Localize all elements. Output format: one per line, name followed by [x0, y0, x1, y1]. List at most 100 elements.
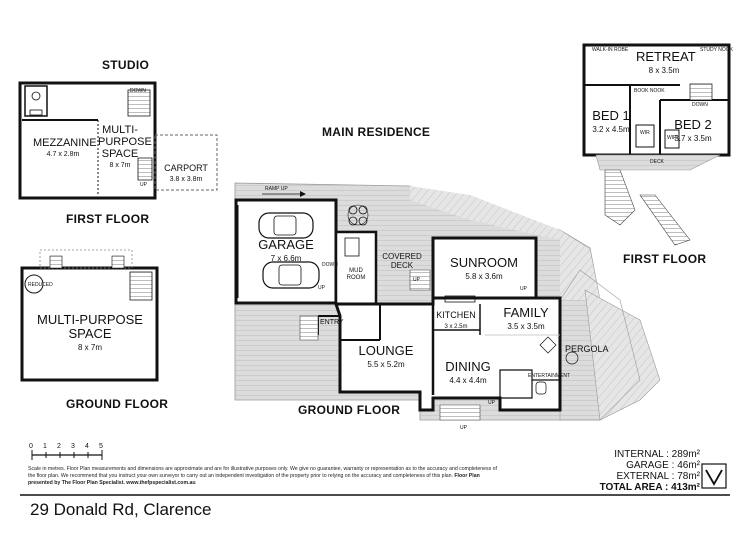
water-tank-icon [24, 274, 44, 294]
stair-label-up: UP [520, 286, 527, 292]
room-dims: 8 x 7m [109, 162, 131, 169]
area-value: 413m² [671, 482, 700, 493]
room-dims: 8 x 3.5m [648, 66, 680, 75]
stair-label-down: DOWN [130, 88, 146, 94]
area-value: 289m² [671, 449, 700, 460]
basin-icon [29, 109, 43, 116]
room-name: KITCHEN [436, 310, 476, 320]
plan-credit: Floor Plan presented by The Floor Plan S… [28, 473, 480, 486]
entry-label: ENTRY [320, 319, 344, 326]
studio-title: STUDIO [102, 58, 150, 72]
stair-label-down: DOWN [322, 262, 338, 268]
area-summary: INTERNAL : 289m² GARAGE : 46m² EXTERNAL … [585, 449, 700, 493]
room-dims: 3.5 x 3.5m [507, 322, 545, 331]
stair-label-up: UP [140, 182, 147, 188]
main-house-walls [333, 296, 562, 412]
side-deck [410, 186, 600, 300]
room-name-line: ROOM [346, 275, 366, 281]
room-name-line: DECK [390, 261, 414, 270]
studio-ground-floor-plan [20, 249, 159, 382]
wir-label: WIR [640, 130, 650, 136]
area-value: 46m² [677, 460, 700, 471]
room-dims: 4.7 x 2.8m [46, 151, 80, 158]
room-name: GARAGE [258, 237, 314, 252]
scale-tick: 2 [57, 443, 61, 450]
room-dims: 3.8 x 3.8m [169, 176, 203, 183]
room-name: SUNROOM [450, 255, 518, 270]
scale-tick: 3 [71, 443, 75, 450]
room-name-line: MULTI-PURPOSE [37, 312, 143, 327]
scale-bar [31, 450, 103, 460]
car-icon [258, 212, 314, 239]
studio-ground-multipurpose-label: MULTI-PURPOSE SPACE 8 x 7m [30, 313, 150, 355]
room-dims: 4.4 x 4.4m [449, 376, 487, 385]
room-dims: 3.7 x 3.5m [674, 134, 712, 143]
deck-label: DECK [650, 159, 664, 165]
room-dims: 5.5 x 5.2m [367, 360, 405, 369]
area-row-total: TOTAL AREA : 413m² [585, 482, 700, 493]
kitchen-label: KITCHEN 3 x 2.5m [436, 309, 476, 333]
reduced-label: REDUCED [28, 282, 53, 288]
carport-outline [154, 134, 218, 191]
area-row-garage: GARAGE : 46m² [585, 460, 700, 471]
area-label: TOTAL AREA : [599, 482, 669, 493]
room-dims: 3.2 x 4.5m [592, 125, 630, 134]
room-name-line: PURPOSE [98, 136, 152, 148]
room-name-line: MULTI- [102, 124, 138, 136]
stair-label-up: UP [488, 400, 495, 406]
entertainment-label: ENTERTAINMENT [528, 373, 571, 379]
studio-first-floor-plan [18, 81, 218, 200]
external-stair [604, 169, 636, 226]
room-name: RETREAT [636, 49, 696, 64]
stair-icon [137, 157, 153, 181]
area-row-internal: INTERNAL : 289m² [585, 449, 700, 460]
scale-tick: 1 [43, 443, 47, 450]
main-ground-floor-label: GROUND FLOOR [298, 403, 401, 417]
dining-label: DINING 4.4 x 4.4m [440, 360, 496, 388]
room-dims: 7 x 6.6m [270, 254, 302, 263]
family-label: FAMILY 3.5 x 3.5m [502, 306, 550, 334]
room-name: FAMILY [503, 305, 549, 320]
scale-tick: 4 [85, 443, 89, 450]
lounge-label: LOUNGE 5.5 x 5.2m [350, 344, 422, 372]
scale-tick: 5 [99, 443, 103, 450]
room-name: BED 2 [674, 117, 712, 132]
area-label: INTERNAL : [614, 449, 669, 460]
laundry-walls [499, 369, 533, 399]
room-name-line: COVERED [382, 252, 422, 261]
mud-room-label: MUD ROOM [343, 268, 369, 282]
bed2-label: BED 2 3.7 x 3.5m [668, 118, 718, 146]
disclaimer-text: Scale in metres. Floor Plan measurements… [28, 466, 497, 479]
book-nook-label: BOOK NOOK [634, 88, 665, 94]
room-name: MEZZANINE [33, 137, 97, 149]
mezzanine-label: MEZZANINE 4.7 x 2.8m [33, 137, 97, 161]
stair-label-up: UP [318, 285, 325, 291]
scale-tick: 0 [29, 443, 33, 450]
bath-icon [535, 381, 547, 395]
area-row-external: EXTERNAL : 78m² [585, 471, 700, 482]
stove-icon [444, 295, 476, 303]
room-dims: 8 x 7m [77, 343, 102, 352]
sunroom-walls [431, 236, 538, 300]
sunroom-label: SUNROOM 5.8 x 3.6m [448, 256, 520, 284]
room-name: DINING [445, 359, 491, 374]
disclaimer: Scale in metres. Floor Plan measurements… [28, 466, 498, 487]
stair-label-up: UP [460, 425, 467, 431]
room-name-line: MUD [349, 268, 363, 274]
main-residence-title: MAIN RESIDENCE [322, 125, 431, 139]
room-name-line: SPACE [68, 326, 112, 341]
area-label: EXTERNAL : [616, 471, 675, 482]
stair-label-up: UP [413, 277, 420, 283]
wir-label: WIR [667, 135, 677, 141]
ground-awning [39, 249, 133, 269]
garage-label: GARAGE 7 x 6.6m [246, 238, 326, 266]
main-residence-plan [234, 182, 661, 421]
area-label: GARAGE : [626, 460, 675, 471]
room-name: CARPORT [164, 163, 208, 173]
walk-in-robe-label: WALK-IN ROBE [592, 47, 629, 53]
retreat-label: RETREAT 8 x 3.5m [636, 49, 696, 78]
study-nook-label: STUDY NOOK [700, 47, 733, 53]
stair-icon [129, 271, 153, 301]
